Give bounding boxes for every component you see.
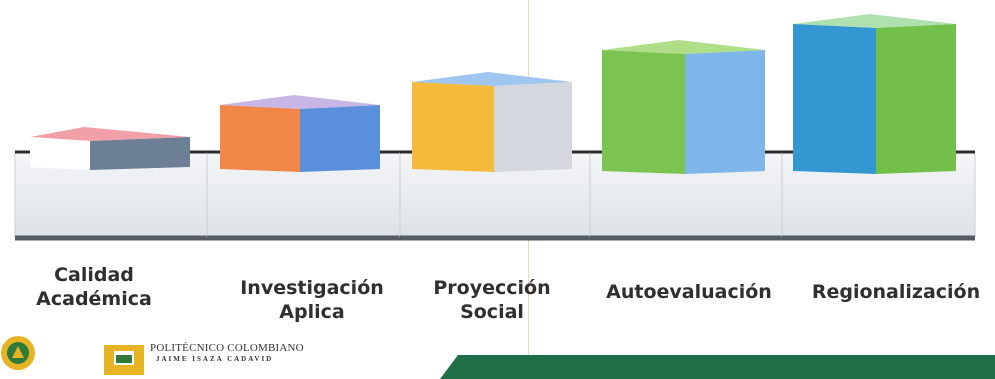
institution-name-line1: POLITÉCNICO COLOMBIANO [150, 342, 304, 354]
university-seal-logo [1, 336, 35, 370]
step-box-right-face [494, 82, 572, 172]
step-box-top-face [30, 127, 190, 141]
step-label: Regionalización [806, 280, 986, 304]
step-box [793, 14, 956, 174]
step-box-left-face [220, 105, 300, 172]
step-box-left-face [30, 137, 90, 170]
step-box-left-face [412, 82, 494, 172]
step-label-line1: Proyección [433, 277, 551, 299]
step-label-line1: Autoevaluación [606, 281, 772, 303]
step-box-top-face [602, 40, 765, 54]
step-label-line1: Calidad [54, 264, 134, 286]
step-box-right-face [685, 50, 765, 174]
step-box [602, 40, 765, 174]
step-box-right-face [90, 137, 190, 170]
step-box-right-face [876, 24, 956, 174]
step-box [220, 95, 380, 172]
step-box-left-face [602, 50, 685, 174]
step-boxes [30, 14, 956, 174]
step-box-top-face [793, 14, 956, 28]
step-box [30, 127, 190, 170]
step-label-line1: Regionalización [811, 281, 981, 303]
step-label-line2: Aplica [279, 301, 345, 323]
step-label-line2: Académica [36, 288, 152, 310]
step-box-top-face [220, 95, 380, 109]
politecnico-logo [104, 345, 144, 375]
institution-name-line2: JAIME ISAZA CADAVID [156, 355, 274, 363]
step-box-right-face [300, 105, 380, 172]
step-box [412, 72, 572, 172]
step-label-line2: Social [460, 301, 524, 323]
footer-green-bar [440, 355, 995, 379]
institution-name: POLITÉCNICO COLOMBIANO JAIME ISAZA CADAV… [150, 343, 304, 365]
step-label: Autoevaluación [599, 280, 779, 304]
step-box-top-face [412, 72, 572, 86]
step-label-line1: Investigación [240, 277, 384, 299]
step-box-left-face [793, 24, 876, 174]
